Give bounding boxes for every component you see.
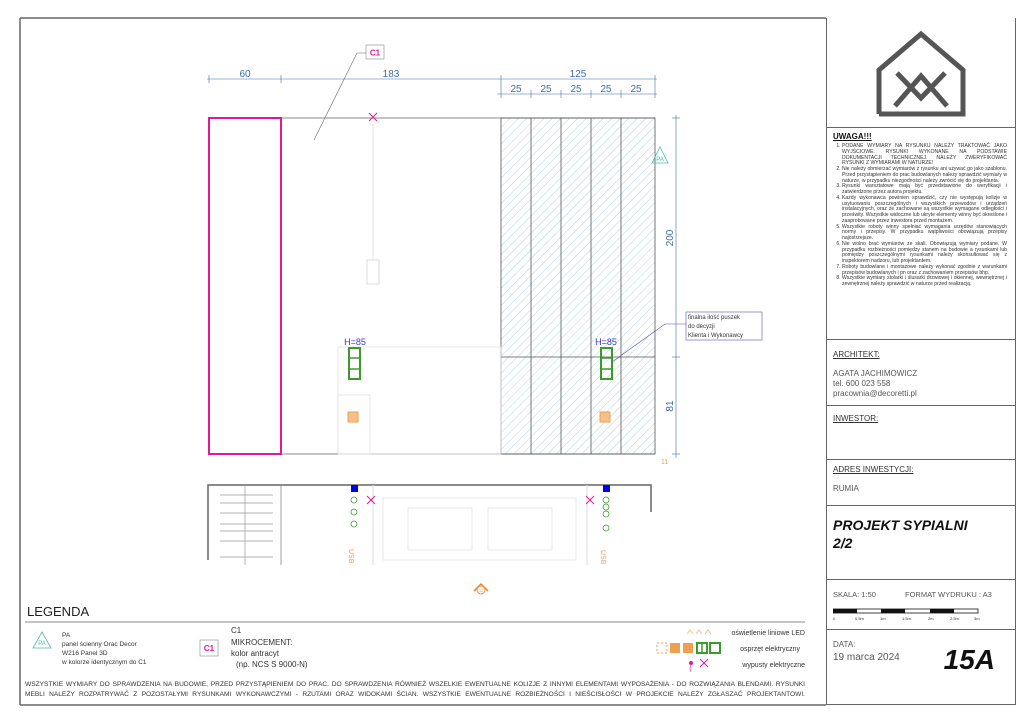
note-item: Roboty budowlane i montażowe należy wyko…: [842, 264, 1007, 277]
logo-icon: [876, 30, 966, 117]
svg-text:0,5m: 0,5m: [855, 616, 865, 621]
wall-panel-pa: [500, 117, 656, 455]
dim-125: 125: [570, 69, 587, 80]
svg-text:panel ścienny Orac Decor: panel ścienny Orac Decor: [62, 641, 138, 648]
svg-text:H=85: H=85: [344, 337, 366, 347]
elevation-drawing: C1 60 183 125 25 25 25 25 25 200 81 PA H…: [19, 17, 826, 706]
project-title: PROJEKT SYPIALNI 2/2: [833, 516, 968, 552]
dim-25: 25: [540, 84, 552, 95]
notes-list: PODANE WYMIARY NA RYSUNKU NALEŻY TRAKTOW…: [833, 143, 1007, 288]
legend-electrical: osprzęt elektryczny: [656, 642, 800, 654]
date-value: 19 marca 2024: [833, 652, 900, 663]
svg-text:11: 11: [479, 588, 484, 593]
note-item: Nie należy obmierzać wymiarów z rysunku …: [842, 166, 1007, 184]
footer-disclaimer-line2: MEBLI NALEŻY ROZPATRYWAĆ Z POZOSTAŁYMI R…: [25, 691, 805, 698]
dim-25: 25: [630, 84, 642, 95]
svg-text:3m: 3m: [974, 616, 980, 621]
architect-email: pracownia@decoretti.pl: [833, 389, 917, 398]
svg-text:C1: C1: [204, 644, 215, 653]
svg-text:kolor antracyt: kolor antracyt: [231, 649, 280, 658]
print-format: FORMAT WYDRUKU : A3: [905, 590, 992, 599]
dim-60: 60: [239, 69, 251, 80]
legend-outlets: wypusty elektryczne: [689, 658, 805, 673]
dim-183: 183: [383, 69, 400, 80]
c1-callout: C1: [313, 44, 385, 141]
svg-text:C1: C1: [370, 49, 381, 58]
svg-text:1,5m: 1,5m: [902, 616, 912, 621]
dimension-lines: [207, 75, 680, 458]
note-item: Każdy wykonawca powinien sprawdzić, czy …: [842, 195, 1007, 225]
svg-text:finalna ilość puszek: finalna ilość puszek: [688, 315, 741, 321]
note-item: Wszystkie roboty winny spełniać wymagani…: [842, 224, 1007, 242]
architekt-label: ARCHITEKT:: [833, 350, 880, 359]
plan-view: USB USB 11: [207, 484, 652, 595]
svg-text:0: 0: [833, 616, 836, 621]
floor-mark: 11: [661, 459, 668, 466]
project-title-section: PROJEKT SYPIALNI 2/2: [827, 506, 1015, 580]
scale-bar: 0 0,5m 1m 1,5m 2m 2,5m 3m: [833, 608, 980, 621]
logo-section: [827, 18, 1015, 128]
section-marker-icon: 11: [473, 582, 489, 595]
svg-text:2m: 2m: [928, 616, 934, 621]
legend-title: LEGENDA: [27, 604, 89, 619]
notes-section: UWAGA!!! PODANE WYMIARY NA RYSUNKU NALEŻ…: [827, 128, 1015, 340]
svg-text:2,5m: 2,5m: [950, 616, 960, 621]
svg-text:oświetlenie liniowe LED: oświetlenie liniowe LED: [731, 630, 805, 637]
svg-text:PA: PA: [62, 632, 71, 639]
svg-text:do decyzji: do decyzji: [688, 324, 715, 330]
note-item: Nie wolno brać wymiarów ze skali. Obowią…: [842, 241, 1007, 265]
adres-label: ADRES INWESTYCJI:: [833, 465, 914, 474]
address-section: ADRES INWESTYCJI: RUMIA: [827, 460, 1015, 506]
dim-81: 81: [665, 400, 676, 412]
dim-25: 25: [510, 84, 522, 95]
note-callout: finalna ilość puszek do decyzji Klienta …: [611, 311, 763, 363]
svg-text:C1: C1: [231, 626, 242, 635]
project-title-line1: PROJEKT SYPIALNI: [833, 517, 968, 533]
scale-section: SKALA: 1:50 FORMAT WYDRUKU : A3 0 0,5m 1m 1…: [827, 580, 1015, 630]
svg-text:USB: USB: [599, 550, 606, 565]
svg-text:USB: USB: [347, 549, 354, 564]
date-section: DATA: 19 marca 2024 15A: [827, 630, 1015, 705]
data-label: DATA:: [833, 640, 856, 649]
note-item: PODANE WYMIARY NA RYSUNKU NALEŻY TRAKTOW…: [842, 143, 1007, 167]
svg-text:(np. NCS S 9000-N): (np. NCS S 9000-N): [236, 660, 308, 669]
svg-text:osprzęt elektryczny: osprzęt elektryczny: [740, 646, 800, 653]
scale-value: SKALA: 1:50: [833, 590, 876, 599]
svg-text:PA: PA: [656, 157, 664, 163]
pa-tag-icon: PA: [651, 146, 669, 164]
legend-pa: PA PA panel ścienny Orac Decor W216 Pane…: [32, 631, 147, 666]
dim-200: 200: [665, 229, 676, 246]
svg-text:PA: PA: [38, 641, 46, 647]
footer-disclaimer-line1: WSZYSTKIE WYMIARY DO SPRAWDZENIA NA BUDO…: [25, 681, 805, 688]
svg-text:wypusty elektryczne: wypusty elektryczne: [741, 662, 805, 669]
svg-text:H=85: H=85: [595, 337, 617, 347]
architect-phone: tel. 600 023 558: [833, 379, 891, 388]
architect-section: ARCHITEKT: AGATA JACHIMOWICZ tel. 600 02…: [827, 340, 1015, 406]
title-block: UWAGA!!! PODANE WYMIARY NA RYSUNKU NALEŻ…: [826, 18, 1016, 705]
socket-group-right: H=85: [595, 337, 617, 423]
dim-25: 25: [570, 84, 582, 95]
inwestor-label: INWESTOR:: [833, 414, 879, 423]
legend-c1: C1 C1 MIKROCEMENT: kolor antracyt (np. N…: [199, 626, 308, 669]
c1-wardrobe-panel: [208, 117, 282, 455]
svg-text:W216 Panel 3D: W216 Panel 3D: [62, 650, 108, 657]
outlet-x-icon: [368, 112, 378, 122]
architect-name: AGATA JACHIMOWICZ: [833, 369, 918, 378]
socket-group-left: H=85: [344, 337, 366, 423]
adres-value: RUMIA: [833, 484, 859, 493]
investor-section: INWESTOR:: [827, 406, 1015, 460]
uwaga-title: UWAGA!!!: [833, 132, 872, 141]
svg-text:1m: 1m: [880, 616, 886, 621]
svg-text:Klienta i Wykonawcy: Klienta i Wykonawcy: [688, 333, 743, 339]
note-item: Wszystkie wymiary stolarki i ślusarki dr…: [842, 275, 1007, 288]
legend-led: oświetlenie liniowe LED: [686, 629, 805, 637]
dim-25: 25: [600, 84, 612, 95]
note-item: Rysunki warsztatowe mają być przedstawio…: [842, 183, 1007, 196]
svg-text:w kolorze identycznym do C1: w kolorze identycznym do C1: [61, 659, 147, 666]
svg-text:MIKROCEMENT:: MIKROCEMENT:: [231, 638, 292, 647]
sheet-number: 15A: [943, 644, 995, 675]
project-title-line2: 2/2: [833, 535, 853, 551]
